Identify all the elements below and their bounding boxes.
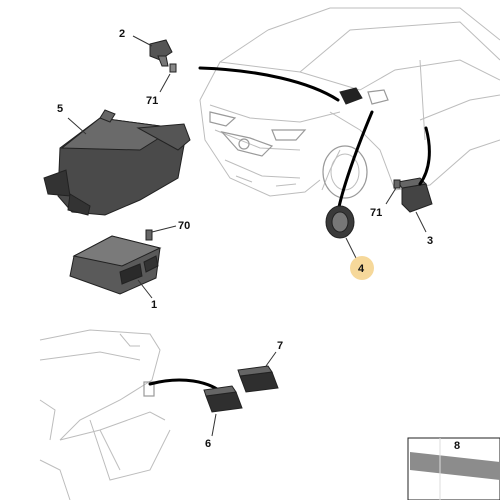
part-71b-screw bbox=[385, 179, 401, 205]
dashboard-outline bbox=[39, 329, 171, 500]
callout-7: 7 bbox=[277, 340, 283, 352]
callout-8: 8 bbox=[454, 440, 460, 452]
highlight-circle bbox=[350, 256, 374, 280]
part-4-sensor bbox=[325, 110, 374, 259]
callout-71-top: 71 bbox=[146, 95, 158, 107]
callout-4: 4 bbox=[358, 263, 365, 275]
part-2-sensor bbox=[132, 35, 177, 73]
connector-cable-top bbox=[198, 66, 340, 102]
car-connector-part bbox=[339, 87, 363, 105]
part-7-switch bbox=[237, 351, 279, 393]
callout-2: 2 bbox=[119, 28, 125, 40]
part-6-switch bbox=[203, 385, 243, 437]
part-5-housing bbox=[43, 109, 191, 216]
part-70-screw bbox=[145, 225, 177, 241]
callout-71-right: 71 bbox=[370, 207, 382, 219]
part-3-sensor bbox=[397, 177, 433, 233]
callout-6: 6 bbox=[205, 438, 211, 450]
part-71a-screw bbox=[159, 73, 171, 93]
callout-5: 5 bbox=[57, 103, 63, 115]
connector-cable-right bbox=[418, 126, 431, 186]
part-8-inset bbox=[407, 437, 500, 500]
callout-1: 1 bbox=[151, 299, 157, 311]
callout-3: 3 bbox=[427, 235, 433, 247]
callout-70: 70 bbox=[178, 220, 190, 232]
part-1-ecu bbox=[69, 235, 162, 299]
